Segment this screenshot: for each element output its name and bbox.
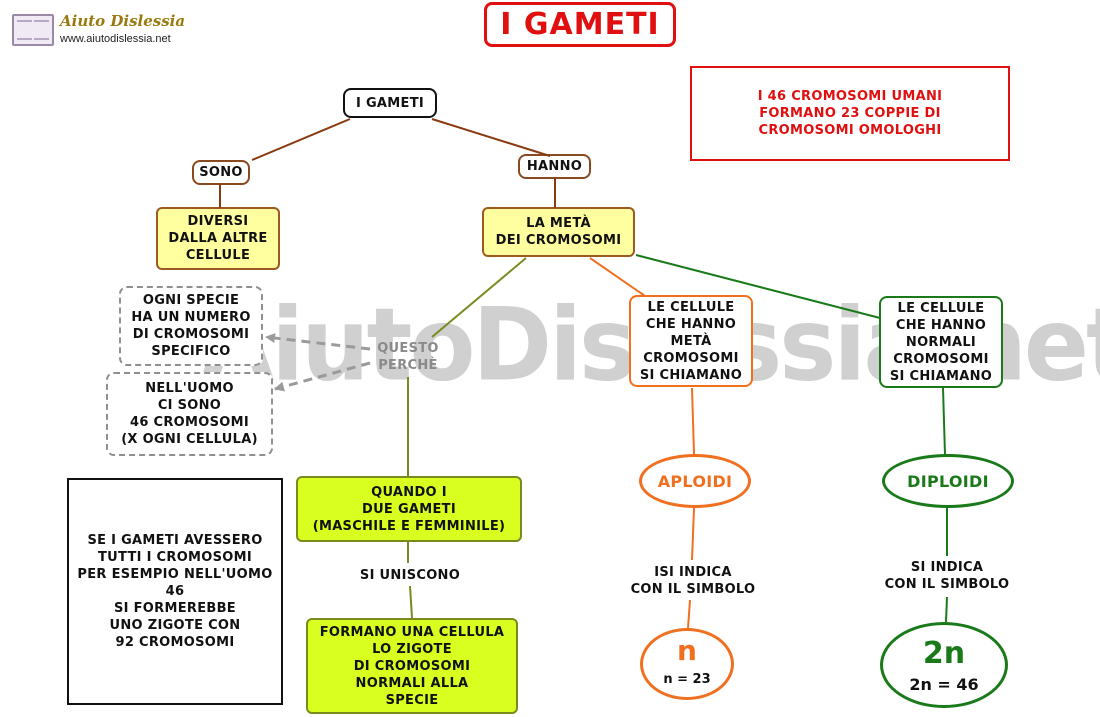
node-cellule-meta: LE CELLULE CHE HANNO METÀ CROMOSOMI SI C… <box>629 295 753 387</box>
label-questo-perche: QUESTO PERCHÈ <box>377 341 439 373</box>
root-node: I GAMETI <box>343 88 437 118</box>
node-ogni-specie: OGNI SPECIE HA UN NUMERO DI CROMOSOMI SP… <box>119 286 263 366</box>
link-uniscono-formano <box>409 585 413 619</box>
link-questo-uomo <box>274 361 371 392</box>
link-root-sono <box>251 118 351 161</box>
link-cellnorm-diploidi <box>942 387 946 456</box>
label-si-uniscono: SI UNISCONO <box>359 567 461 583</box>
node-diversi: DIVERSI DALLA ALTRE CELLULE <box>156 207 280 270</box>
value-2n-46: 2n = 46 <box>909 675 979 694</box>
site-logo[interactable]: Aiuto Dislessia www.aiutodislessia.net <box>8 8 185 48</box>
node-diploidi: DIPLOIDI <box>882 454 1014 508</box>
link-cellmeta-aploidi <box>691 387 695 455</box>
link-indica-n <box>687 599 691 629</box>
value-n-23: n = 23 <box>663 672 711 687</box>
link-root-hanno <box>431 118 551 157</box>
symbol-n: n <box>677 634 697 667</box>
node-meta-cromosomi: LA METÀ DEI CROMOSOMI <box>482 207 635 257</box>
book-icon <box>12 14 54 46</box>
link-meta-cellule-normali <box>635 254 881 319</box>
node-uomo-46: NELL'UOMO CI SONO 46 CROMOSOMI (X OGNI C… <box>106 372 273 456</box>
link-aploidi-indica <box>691 507 695 561</box>
info-box-omologhi: I 46 CROMOSOMI UMANI FORMANO 23 COPPIE D… <box>690 66 1010 161</box>
node-aploidi: APLOIDI <box>639 454 751 508</box>
node-symbol-2n: 2n 2n = 46 <box>880 622 1008 708</box>
symbol-2n: 2n <box>922 636 966 671</box>
label-indica-right: SI INDICA CON IL SIMBOLO <box>884 560 1010 592</box>
logo-url: www.aiutodislessia.net <box>60 33 171 45</box>
link-indica-2n <box>945 596 948 623</box>
link-questo-ogni <box>265 333 371 351</box>
node-cellule-normali: LE CELLULE CHE HANNO NORMALI CROMOSOMI S… <box>879 296 1003 388</box>
link-meta-cellule-meta <box>589 257 646 297</box>
logo-text: Aiuto Dislessia <box>60 12 186 30</box>
link-meta-questo <box>431 257 527 338</box>
node-formano-zigote: FORMANO UNA CELLULA LO ZIGOTE DI CROMOSO… <box>306 618 518 714</box>
node-symbol-n: n n = 23 <box>640 628 734 700</box>
page-title: I GAMETI <box>484 2 676 47</box>
node-ipotesi-92: SE I GAMETI AVESSERO TUTTI I CROMOSOMI P… <box>67 478 283 705</box>
label-indica-left: ISI INDICA CON IL SIMBOLO <box>630 565 756 597</box>
node-quando-gameti: QUANDO I DUE GAMETI (MASCHILE E FEMMINIL… <box>296 476 522 542</box>
